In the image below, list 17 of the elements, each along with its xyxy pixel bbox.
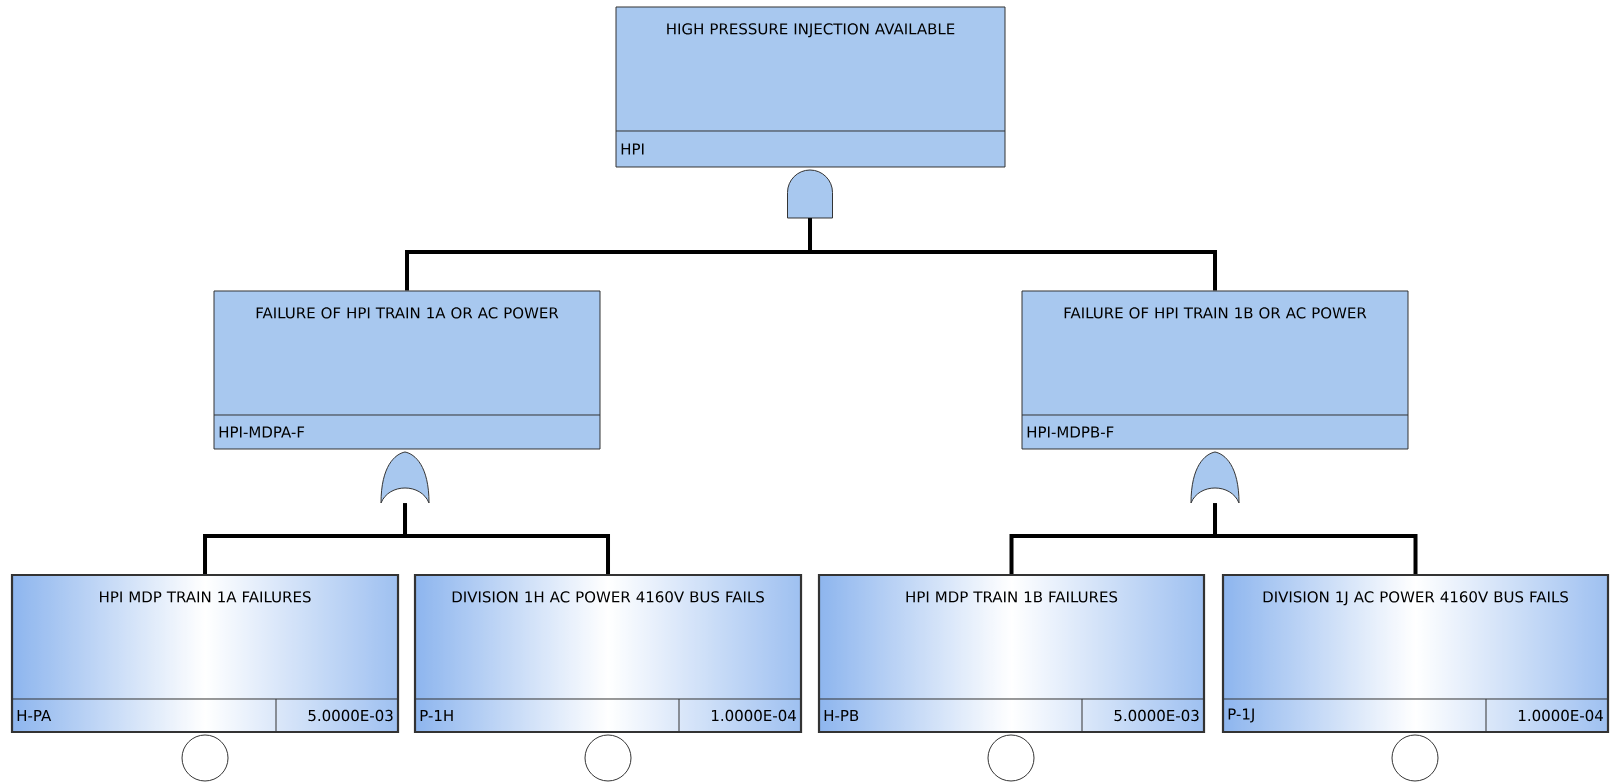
event-box: HPI MDP TRAIN 1B FAILURES H-PB 5.0000E-03 xyxy=(817,573,1206,734)
event-box: FAILURE OF HPI TRAIN 1B OR AC POWER HPI-MDPB-F xyxy=(1021,290,1409,450)
connector-line xyxy=(1213,503,1418,574)
event-box: HPI MDP TRAIN 1A FAILURES H-PA 5.0000E-03 xyxy=(10,573,400,734)
or-gate xyxy=(380,451,430,504)
event-box: FAILURE OF HPI TRAIN 1A OR AC POWER HPI-MDPA-F xyxy=(213,290,601,450)
connector-line xyxy=(808,218,1217,291)
event-box: DIVISION 1H AC POWER 4160V BUS FAILS P-1H 1.0000E-04 xyxy=(413,573,803,734)
and-gate xyxy=(787,169,833,219)
basic-event-circle xyxy=(987,734,1035,782)
basic-event-circle xyxy=(584,734,632,782)
basic-event-circle xyxy=(1391,734,1439,782)
event-box: HIGH PRESSURE INJECTION AVAILABLE HPI xyxy=(615,6,1006,168)
event-box: DIVISION 1J AC POWER 4160V BUS FAILS P-1J 1.0000E-04 xyxy=(1221,573,1610,734)
basic-event-circle xyxy=(181,734,229,782)
connector-line xyxy=(403,503,610,574)
or-gate xyxy=(1190,451,1240,504)
